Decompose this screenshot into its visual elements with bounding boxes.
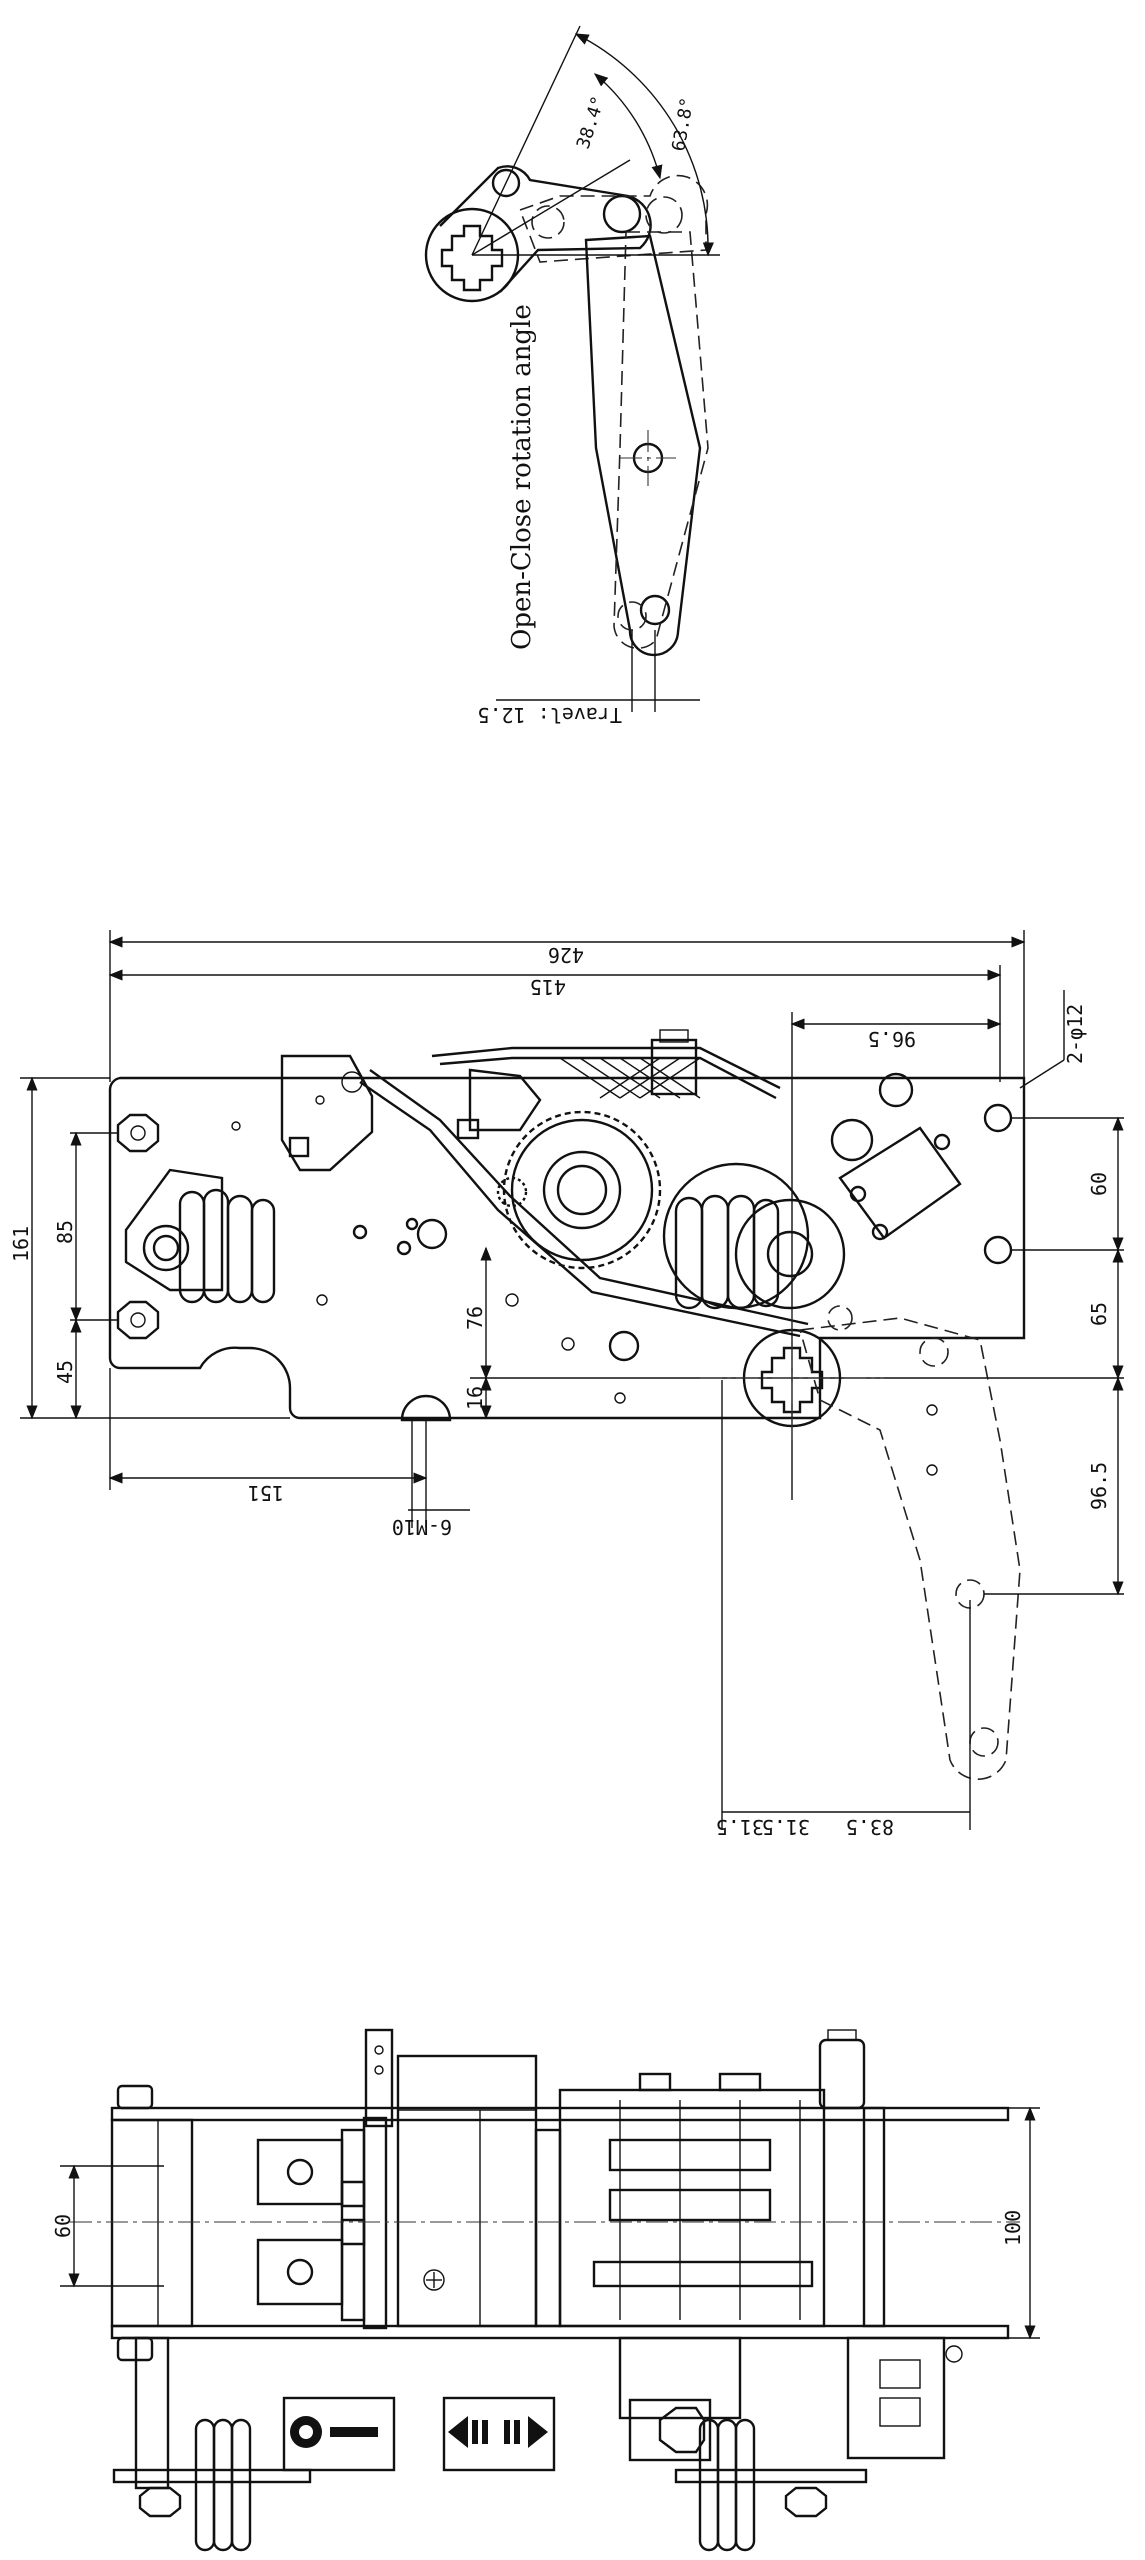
spring-cage — [559, 1057, 701, 1099]
hex-nut — [116, 1300, 160, 1340]
left-block — [110, 2118, 194, 2328]
main-gear — [496, 1110, 662, 1270]
hex-nut — [116, 1113, 160, 1153]
bottom-springs — [112, 2336, 868, 2552]
dim-151-label: 151 — [248, 1481, 284, 1505]
side-dim-100-label: 100 — [1001, 2210, 1025, 2246]
terminal-block — [256, 2138, 344, 2206]
hole-callout-label: 2-φ12 — [1063, 1004, 1087, 1064]
terminal-block — [256, 2238, 344, 2306]
rotation-angle-view: 38.4° 63.8° Open-Close rotation angle Tr… — [424, 25, 720, 727]
motor-housing — [396, 2054, 538, 2328]
travel-label: Travel: 12.5 — [478, 703, 623, 727]
top-switch — [650, 1038, 698, 1096]
arc-38-4 — [593, 73, 663, 180]
angle-large-label: 63.8° — [668, 96, 698, 153]
link-arm — [439, 165, 652, 293]
dim-16-label: 16 — [463, 1386, 487, 1410]
dim-45-label: 45 — [53, 1360, 77, 1384]
thread-insert — [400, 1394, 452, 1422]
dim-85-label: 85 — [53, 1220, 77, 1244]
plate-hole — [878, 1072, 914, 1108]
gear-stack — [558, 2072, 826, 2328]
phantom-output-lever — [798, 1317, 1021, 1781]
left-spring-assembly — [124, 1168, 276, 1304]
dim-right-60-label: 60 — [1087, 1172, 1111, 1196]
plate-hole — [830, 1118, 874, 1162]
thread-callout-label: 6-M10 — [392, 1515, 452, 1539]
dim-161-label: 161 — [9, 1226, 33, 1262]
dim-426-label: 426 — [548, 943, 584, 967]
dim-bottom-31-5a-label: 31.5 — [716, 1815, 764, 1839]
frame-plate — [108, 1076, 1026, 1420]
latch-bracket — [280, 1054, 374, 1172]
dim-76-label: 76 — [463, 1306, 487, 1330]
bottom-rail — [110, 2324, 1010, 2340]
side-view: 60 100 — [51, 2028, 1040, 2552]
dim-bottom-83-5-label: 83.5 — [846, 1815, 894, 1839]
top-tab — [364, 2028, 394, 2128]
pivot-pin — [602, 194, 642, 234]
linkage-rod — [369, 1069, 809, 1326]
dim-96-5-top-label: 96.5 — [868, 1027, 916, 1051]
open-indicator-plate — [282, 2396, 396, 2472]
arrow-direction-icon — [448, 2416, 548, 2448]
open-indicator-icon — [290, 2416, 378, 2448]
linkage-rod — [359, 1081, 801, 1338]
mount-hole — [983, 1103, 1013, 1133]
phantom-lever — [613, 231, 709, 649]
top-bar — [439, 1056, 777, 1100]
dim-right-65-label: 65 — [1087, 1302, 1111, 1326]
front-view: 426 415 96.5 2-φ12 — [9, 930, 1124, 1839]
top-bar — [431, 1046, 781, 1090]
rotation-angle-caption: Open-Close rotation angle — [507, 304, 537, 650]
dim-415-label: 415 — [530, 975, 566, 999]
right-spring-assembly — [662, 1162, 846, 1310]
pivot-pin — [491, 168, 521, 198]
mount-hole — [983, 1235, 1013, 1265]
dim-right-96-5-label: 96.5 — [1087, 1462, 1111, 1510]
direction-indicator-plate — [442, 2396, 556, 2472]
dim-bottom-31-5b-label: 31.5 — [762, 1815, 810, 1839]
angle-small-label: 38.4° — [573, 94, 610, 152]
side-switch — [818, 2038, 866, 2110]
angle-ray — [471, 25, 581, 256]
side-dim-60-label: 60 — [51, 2214, 75, 2238]
arc-63-8 — [574, 33, 714, 257]
micro-switch — [838, 1126, 962, 1240]
